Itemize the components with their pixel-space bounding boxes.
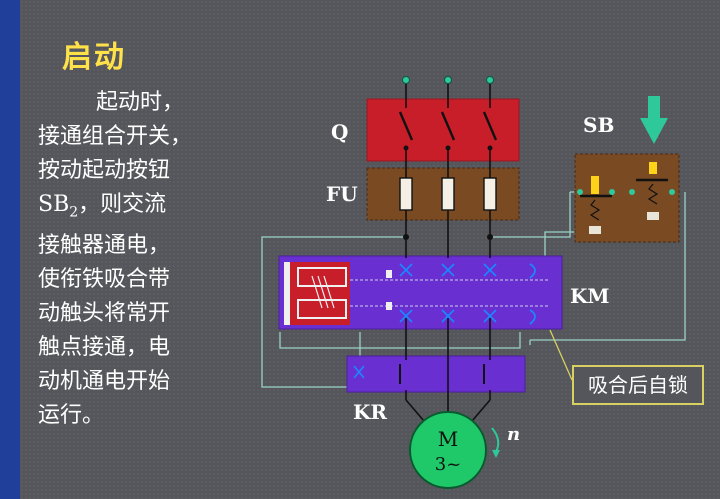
press-arrow bbox=[640, 96, 668, 144]
callout-pointer bbox=[549, 329, 573, 381]
kr-contacts bbox=[399, 364, 485, 384]
label-fu: FU bbox=[326, 182, 358, 206]
slide-title: 启动 bbox=[62, 40, 126, 75]
km-aux-contacts bbox=[529, 263, 536, 325]
coil-lower bbox=[297, 299, 347, 319]
rotation-arrow bbox=[491, 427, 500, 453]
switch-blades bbox=[398, 111, 498, 141]
text-line: 接触器通电， bbox=[38, 233, 171, 259]
start-button-assembly bbox=[577, 162, 675, 234]
sb-text: SB bbox=[38, 192, 70, 217]
km-contact-pads bbox=[386, 270, 392, 310]
explanation-text: 起动时， 接通组合开关， 按动起动按钮 SB2，则交流 接触器通电， 使衔铁吸合… bbox=[38, 86, 228, 433]
rotation-arrow-head bbox=[492, 450, 500, 458]
relay-box bbox=[346, 355, 526, 393]
left-accent-bar bbox=[0, 0, 20, 499]
text-line: 动触头将常开 bbox=[38, 301, 171, 327]
self-lock-callout: 吸合后自锁 bbox=[572, 365, 704, 405]
motor-label-top: M bbox=[438, 427, 458, 451]
text-line: 运行。 bbox=[38, 403, 105, 429]
text-line: 接通组合开关， bbox=[38, 124, 193, 149]
switch-box bbox=[366, 98, 520, 162]
text-fragment: ，则交流 bbox=[78, 192, 167, 217]
coil-upper bbox=[297, 267, 347, 287]
terminals bbox=[402, 76, 494, 84]
armature-bar bbox=[284, 262, 290, 325]
text-line: 触点接通，电 bbox=[38, 335, 171, 361]
motor-label-bottom: 3~ bbox=[435, 454, 462, 475]
label-kr: KR bbox=[353, 400, 388, 424]
text-line: SB2，则交流 bbox=[38, 188, 228, 229]
switch-contacts bbox=[403, 145, 493, 151]
coil-windings bbox=[311, 275, 335, 309]
label-sb: SB bbox=[583, 113, 615, 137]
km-main-contacts bbox=[399, 263, 497, 323]
linkage bbox=[350, 279, 548, 307]
label-q: Q bbox=[331, 120, 349, 144]
junctions bbox=[403, 234, 493, 240]
text-line: 起动时， bbox=[96, 90, 185, 115]
label-km: KM bbox=[570, 284, 610, 308]
text-line: 按动起动按钮 bbox=[38, 158, 171, 183]
motor bbox=[409, 411, 487, 489]
text-line: 使衔铁吸合带 bbox=[38, 267, 171, 293]
fuses bbox=[399, 177, 497, 211]
sb-subscript: 2 bbox=[69, 204, 79, 221]
text-line: 动机通电开始 bbox=[38, 369, 171, 395]
kr-aux-contact bbox=[353, 365, 365, 379]
rotation-label: n bbox=[507, 424, 520, 445]
